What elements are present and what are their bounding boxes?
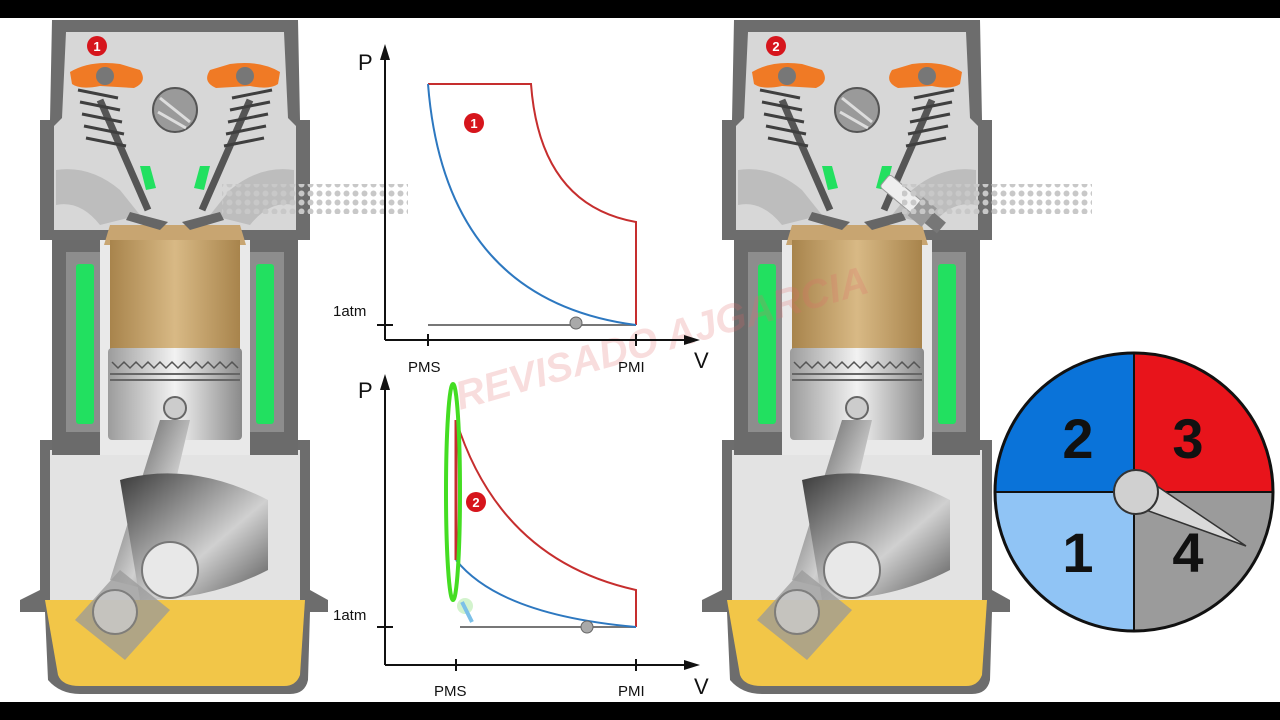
stroke-dial: 2 3 1 4 — [993, 351, 1275, 633]
spark-marker — [460, 601, 474, 623]
engine-left-illustration — [20, 20, 328, 694]
pv-graph-top: P V 1atm PMS PMI 1 — [333, 44, 709, 376]
compression-curve-bottom — [455, 559, 637, 628]
compression-curve-top — [427, 83, 637, 326]
graph-bottom-badge-circle — [466, 492, 486, 512]
dotted-strip-right — [902, 184, 1092, 214]
atm-label-bottom: 1atm — [333, 607, 366, 624]
p-axis-label-top: P — [358, 50, 373, 75]
engine-right-badge: 2 — [772, 39, 779, 54]
dial-label-3: 3 — [1172, 407, 1203, 470]
expansion-curve-top — [428, 83, 637, 325]
pms-label-top: PMS — [408, 359, 441, 376]
pmi-label-top: PMI — [618, 359, 645, 376]
combustion-highlight-ring — [444, 382, 462, 602]
engine-left-badge-circle — [87, 36, 107, 56]
p-axis-arrow-bottom — [380, 374, 390, 390]
atm-label-top: 1atm — [333, 303, 366, 320]
engine-left-badge: 1 — [93, 39, 100, 54]
dial-label-1: 1 — [1062, 521, 1093, 584]
dial-hub — [1113, 469, 1159, 515]
dial-label-2: 2 — [1062, 407, 1093, 470]
letterbox-bottom — [0, 702, 1280, 720]
engine-right-badge-circle — [766, 36, 786, 56]
v-axis-arrow-top — [684, 335, 700, 345]
graph-top-badge-circle — [464, 113, 484, 133]
graph-top-badge: 1 — [470, 116, 477, 131]
engine-right-illustration — [702, 20, 1010, 694]
pv-graph-bottom: P V 1atm PMS PMI 2 — [333, 374, 709, 700]
pms-label-bottom: PMS — [434, 683, 467, 700]
p-axis-label-bottom: P — [358, 378, 373, 403]
p-axis-arrow-top — [380, 44, 390, 60]
pmi-label-bottom: PMI — [618, 683, 645, 700]
v-axis-label-top: V — [694, 348, 709, 373]
dotted-strip-left — [222, 184, 408, 214]
expansion-curve-bottom — [455, 419, 637, 627]
dial-rim — [993, 351, 1275, 633]
dial-label-4: 4 — [1172, 521, 1203, 584]
state-marker-top — [569, 316, 583, 330]
state-marker-bottom — [580, 620, 594, 634]
graph-bottom-badge: 2 — [472, 495, 479, 510]
letterbox-top — [0, 0, 1280, 18]
v-axis-arrow-bottom — [684, 660, 700, 670]
v-axis-label-bottom: V — [694, 674, 709, 699]
